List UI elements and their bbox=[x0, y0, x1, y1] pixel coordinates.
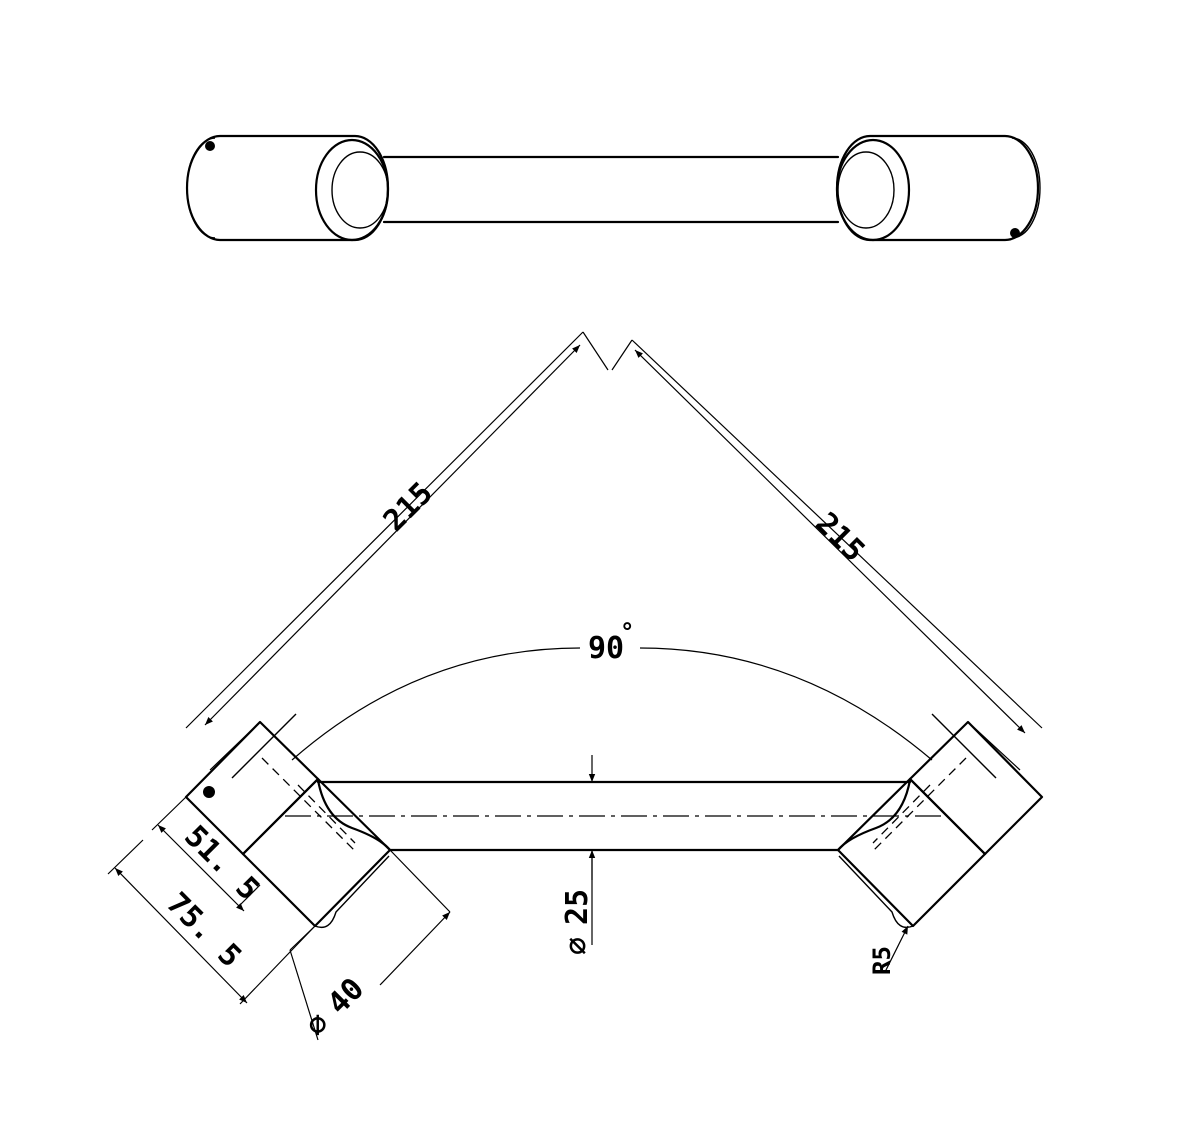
flange-inner-dimension: 51. 5 bbox=[151, 796, 266, 912]
plan-view: 90 ° 215 215 ∅ 25 bbox=[107, 331, 1044, 1044]
angle-dimension: 90 ° bbox=[291, 618, 933, 761]
bar-diameter-dimension: ∅ 25 bbox=[560, 755, 596, 955]
left-length-value: 215 bbox=[377, 476, 440, 539]
top-right-end-cap bbox=[835, 134, 1041, 242]
right-flange bbox=[836, 713, 1044, 929]
top-left-set-screw bbox=[205, 141, 215, 151]
bar-diameter-value: 25 bbox=[560, 889, 595, 925]
left-flange bbox=[184, 713, 392, 929]
flange-diameter-dimension: ∅ 40 bbox=[289, 849, 451, 1044]
flange-diameter-symbol: ∅ bbox=[299, 1006, 337, 1044]
flange-diameter-value: 40 bbox=[321, 971, 371, 1021]
top-view bbox=[185, 134, 1041, 242]
plan-left-set-screw bbox=[203, 786, 215, 798]
top-left-end-cap bbox=[185, 134, 390, 242]
radius-value: R5 bbox=[868, 946, 896, 975]
angle-value: 90 bbox=[588, 631, 624, 666]
bar-diameter-symbol: ∅ bbox=[560, 937, 595, 955]
angle-unit: ° bbox=[620, 618, 634, 646]
plan-bar bbox=[285, 778, 945, 852]
left-length-dimension: 215 bbox=[185, 331, 609, 771]
right-length-dimension: 215 bbox=[611, 339, 1043, 771]
top-bar bbox=[382, 155, 840, 224]
radius-dimension: R5 bbox=[868, 925, 909, 975]
top-right-set-screw bbox=[1010, 228, 1020, 238]
